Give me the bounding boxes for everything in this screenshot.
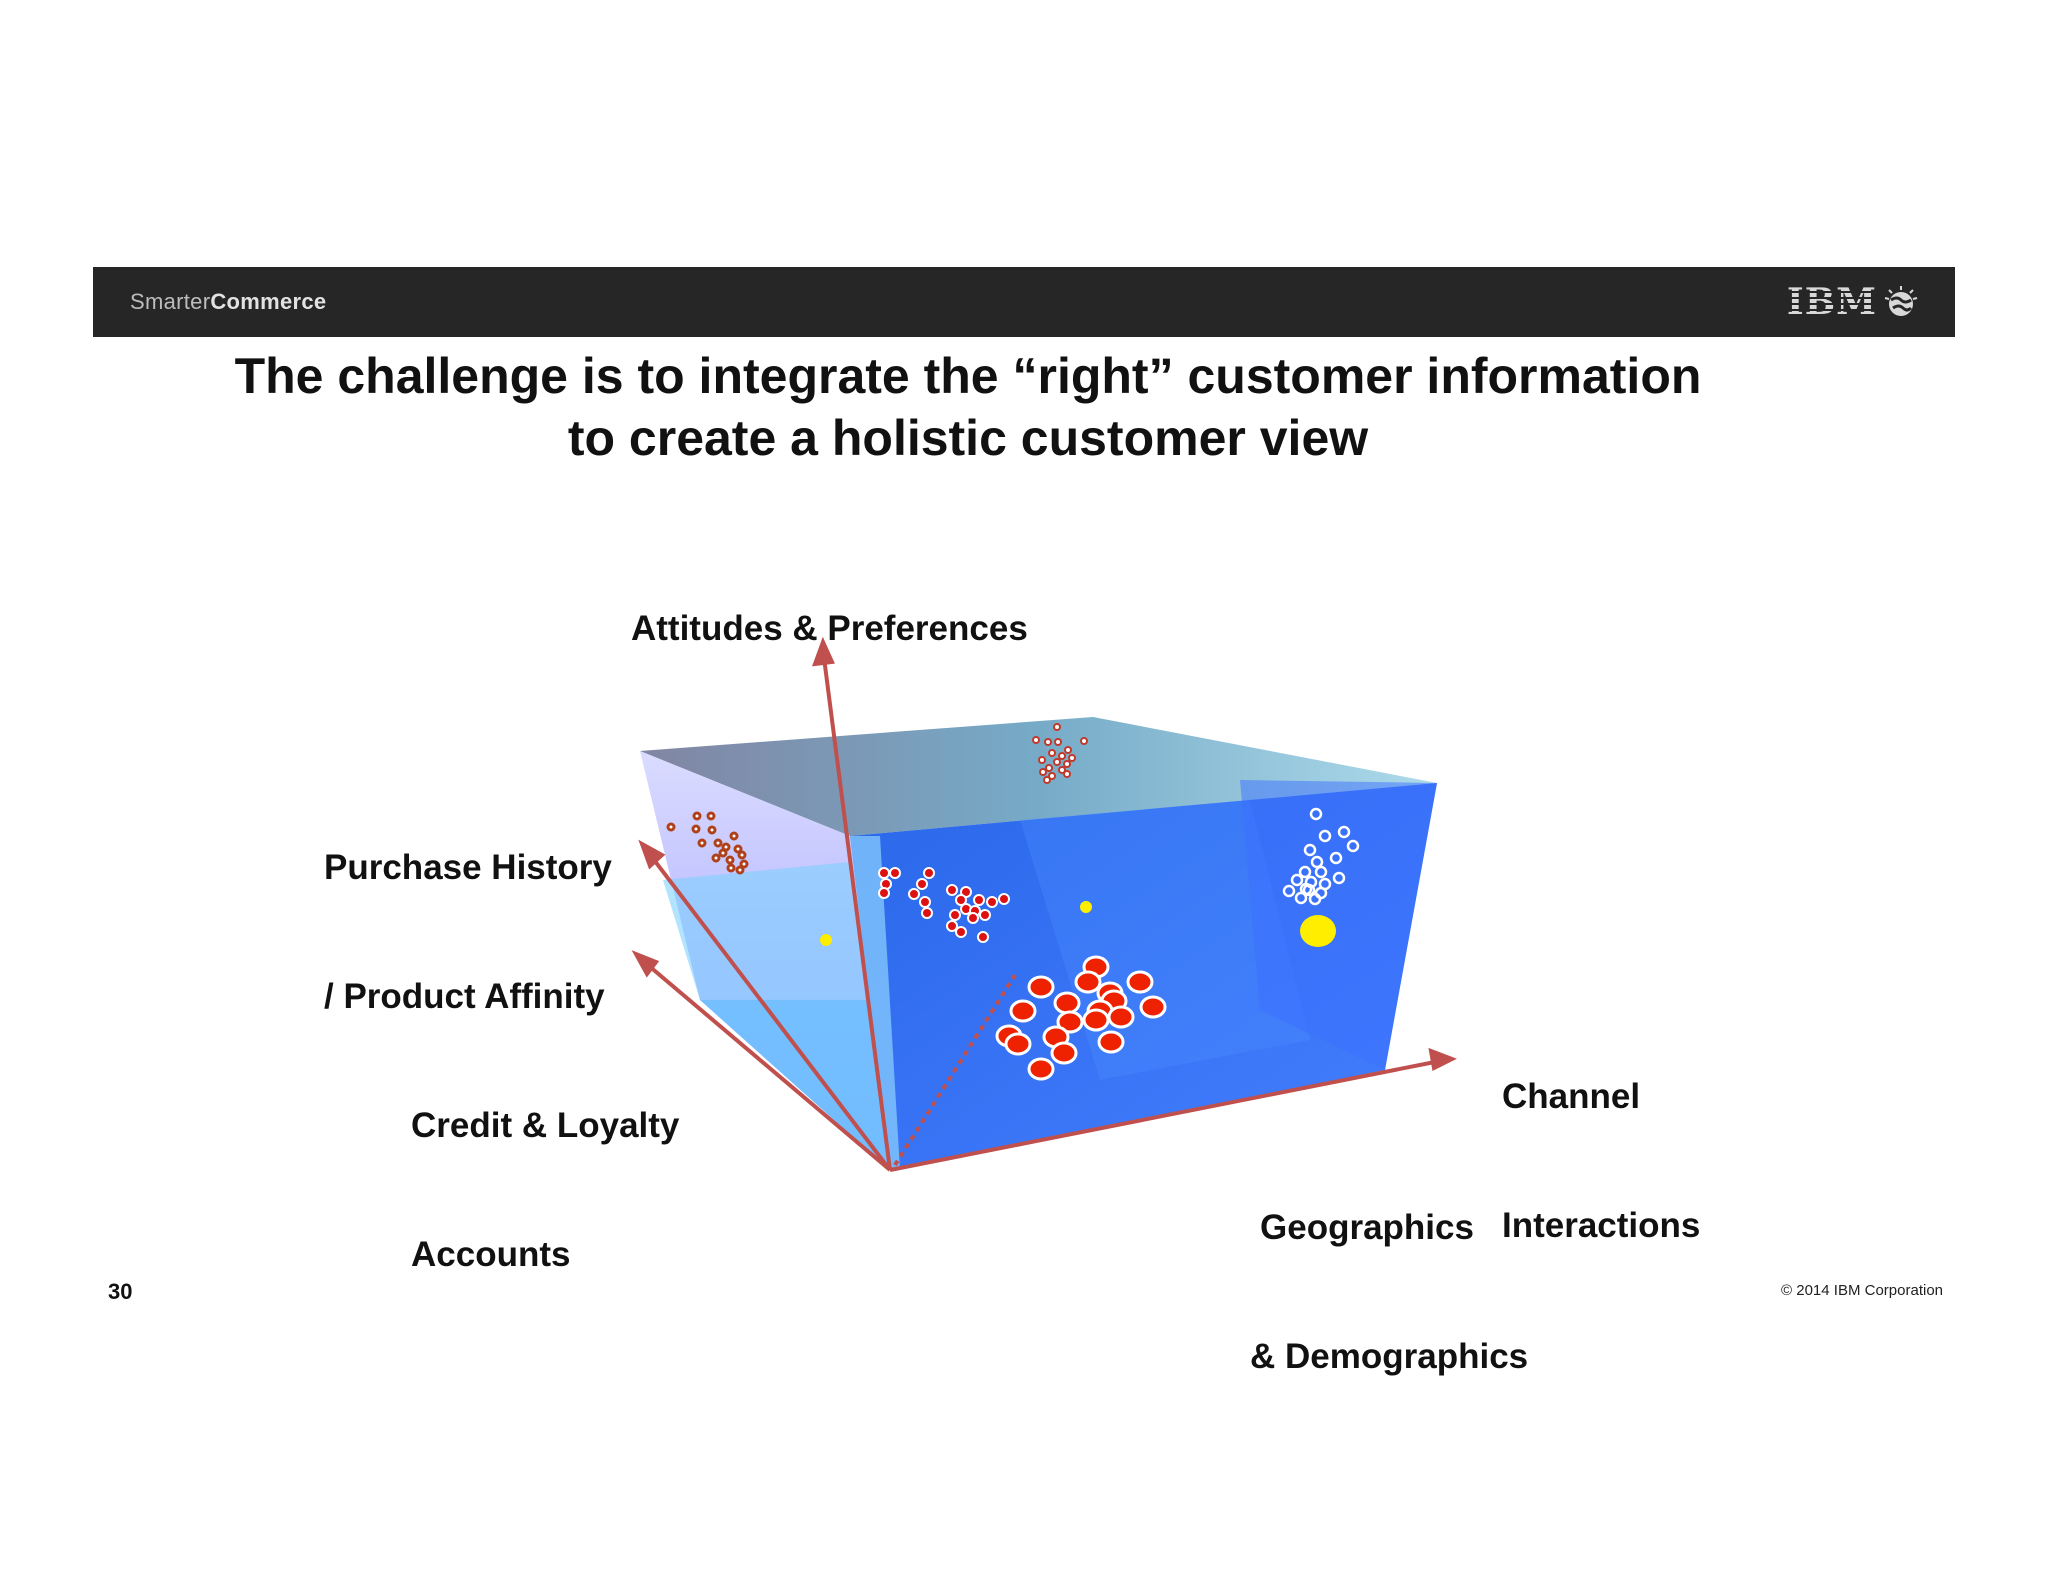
brand-suffix: Commerce xyxy=(210,289,327,314)
axis-attitudes xyxy=(821,649,892,1171)
cluster-left-face xyxy=(666,811,749,875)
brand-prefix: Smarter xyxy=(130,289,211,314)
yellow-highlights xyxy=(820,901,1336,947)
axis-attitudes-head xyxy=(812,636,835,667)
axis-arrows xyxy=(631,636,1457,1172)
axis-label-credit-line1: Credit & Loyalty xyxy=(411,1106,680,1145)
cluster-front-medium xyxy=(878,867,1010,943)
yellow-dot-left xyxy=(820,934,832,946)
yellow-dot-center xyxy=(1080,901,1092,913)
yellow-dot-right xyxy=(1300,915,1336,947)
copyright: © 2014 IBM Corporation xyxy=(1781,1282,1943,1299)
axis-channel-head xyxy=(1428,1047,1457,1071)
page-number: 30 xyxy=(108,1279,133,1304)
axis-label-geo-line1: Geographics xyxy=(1260,1208,1474,1247)
axis-label-geographics: Geographics & Demographics xyxy=(1250,1120,1528,1421)
globe-icon xyxy=(1884,286,1918,316)
slide-title: The challenge is to integrate the “right… xyxy=(0,345,1936,469)
axis-label-channel-line1: Channel xyxy=(1502,1077,1641,1116)
header-bar: SmarterCommerce IBM xyxy=(93,267,1955,337)
axis-label-credit-line2: Accounts xyxy=(411,1235,571,1274)
axis-label-credit: Credit & Loyalty Accounts xyxy=(411,1018,679,1319)
cube-front-strip xyxy=(850,836,900,1170)
axis-label-attitudes: Attitudes & Preferences xyxy=(631,609,1028,648)
axis-label-purchase-line2: / Product Affinity xyxy=(324,977,605,1016)
axis-label-channel: Channel Interactions xyxy=(1502,989,1700,1290)
ibm-logo: IBM xyxy=(1787,280,1919,324)
title-line-1: The challenge is to integrate the “right… xyxy=(234,348,1702,404)
cluster-top-small xyxy=(1032,723,1088,784)
cube-left-band xyxy=(663,862,872,1000)
axis-label-purchase: Purchase History / Product Affinity xyxy=(324,760,612,1061)
axis-label-purchase-line1: Purchase History xyxy=(324,848,612,887)
axis-geographics-dashed xyxy=(893,973,1017,1167)
cluster-right-white xyxy=(1282,807,1360,906)
axis-channel xyxy=(889,1058,1446,1172)
cube-right-shade xyxy=(1240,780,1437,1070)
cube-top-face xyxy=(640,717,1437,836)
cluster-front-large xyxy=(995,955,1167,1081)
axis-label-channel-line2: Interactions xyxy=(1502,1206,1701,1245)
axis-purchase xyxy=(646,850,892,1172)
axis-purchase-head xyxy=(638,839,666,870)
axis-credit xyxy=(640,958,892,1172)
axis-credit-head xyxy=(631,950,660,978)
smarter-commerce-logo: SmarterCommerce xyxy=(130,289,326,315)
ibm-logo-text: IBM xyxy=(1786,281,1877,323)
title-line-2: to create a holistic customer view xyxy=(567,410,1369,466)
axis-label-geo-line2: & Demographics xyxy=(1250,1337,1529,1376)
